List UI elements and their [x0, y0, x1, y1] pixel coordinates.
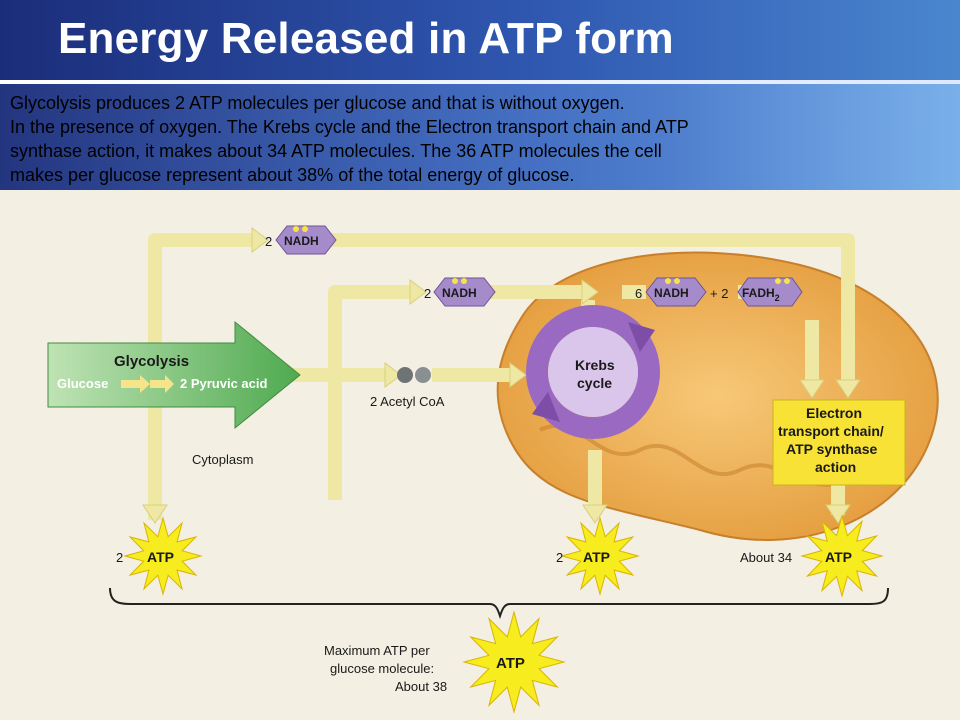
- electron-dot: [665, 278, 671, 284]
- atp-label-glycolysis: ATP: [147, 549, 174, 565]
- glucose-to-pyruvate-arrow: [121, 375, 150, 393]
- krebs-cycle-ring: [526, 305, 660, 439]
- max-atp-line: Maximum ATP per: [324, 643, 430, 658]
- krebs-label-2: cycle: [577, 375, 612, 391]
- arrow-heads: [142, 227, 861, 524]
- fadh-label: FADH2: [742, 286, 780, 303]
- nadh-badge-top: [275, 225, 337, 255]
- glycolysis-arrow: [47, 320, 301, 430]
- acetyl-coa-label: 2 Acetyl CoA: [370, 394, 445, 409]
- krebs-label-1: Krebs: [575, 357, 615, 373]
- glycolysis-label: Glycolysis: [114, 353, 189, 370]
- body-line: makes per glucose represent about 38% of…: [10, 165, 575, 185]
- electron-dot: [674, 278, 680, 284]
- nadh-label: NADH: [284, 234, 319, 248]
- atp-label-krebs: ATP: [583, 549, 610, 565]
- arrow-network: [148, 233, 855, 520]
- electron-dot: [293, 226, 299, 232]
- electron-dot: [461, 278, 467, 284]
- fadh-badge: [737, 277, 803, 307]
- etc-line: transport chain/: [778, 423, 884, 439]
- header-rule: [0, 80, 960, 84]
- body-text: Glycolysis produces 2 ATP molecules per …: [10, 91, 950, 187]
- krebs-nadh-count: 6: [635, 286, 642, 301]
- atp-count-glycolysis: 2: [116, 550, 123, 565]
- atp-star-krebs: [560, 516, 640, 596]
- acetyl-coa-molecule-b: [415, 367, 431, 383]
- atp-stars: [123, 514, 884, 714]
- nadh-label: NADH: [442, 286, 477, 300]
- nadh-label: NADH: [654, 286, 689, 300]
- electron-dot: [452, 278, 458, 284]
- etc-line: Electron: [806, 405, 862, 421]
- body-line: Glycolysis produces 2 ATP molecules per …: [10, 93, 625, 113]
- slide-header: Energy Released in ATP form: [0, 0, 960, 190]
- electron-dot: [775, 278, 781, 284]
- header-glow: [0, 84, 960, 190]
- krebs-cycle-arrowhead: [628, 322, 655, 352]
- glucose-label: Glucose: [57, 376, 108, 391]
- max-atp-line: About 38: [395, 679, 447, 694]
- mid-nadh-count: 2: [424, 286, 431, 301]
- total-bracket: [109, 587, 889, 620]
- etc-line: action: [815, 459, 856, 475]
- acetyl-coa-molecule-a: [397, 367, 413, 383]
- krebs-cycle-inner: [548, 327, 638, 417]
- atp-star-etc: [800, 514, 884, 598]
- plus-fadh-count: + 2: [710, 286, 728, 301]
- krebs-cycle-arrowhead-2: [532, 392, 560, 422]
- top-nadh-count: 2: [265, 234, 272, 249]
- atp-count-etc: About 34: [740, 550, 792, 565]
- atp-star-glycolysis: [123, 516, 203, 596]
- nadh-badge-mid: [433, 277, 496, 307]
- cytoplasm-label: Cytoplasm: [192, 452, 253, 467]
- body-line: synthase action, it makes about 34 ATP m…: [10, 141, 662, 161]
- atp-star-total: [462, 610, 566, 714]
- atp-label-etc: ATP: [825, 549, 852, 565]
- atp-label-total: ATP: [496, 655, 525, 672]
- electron-dot: [302, 226, 308, 232]
- pyruvic-acid-label: 2 Pyruvic acid: [180, 376, 267, 391]
- atp-count-krebs: 2: [556, 550, 563, 565]
- etc-line: ATP synthase: [786, 441, 878, 457]
- etc-box: [772, 399, 906, 486]
- glucose-to-pyruvate-arrow-2: [150, 375, 174, 393]
- nadh-badge-krebs: [645, 277, 707, 307]
- slide-title: Energy Released in ATP form: [58, 14, 674, 63]
- electron-dot: [784, 278, 790, 284]
- body-line: In the presence of oxygen. The Krebs cyc…: [10, 117, 689, 137]
- cellular-respiration-diagram: Glycolysis Glucose 2 Pyruvic acid 2 Acet…: [47, 225, 939, 714]
- max-atp-line: glucose molecule:: [330, 661, 434, 676]
